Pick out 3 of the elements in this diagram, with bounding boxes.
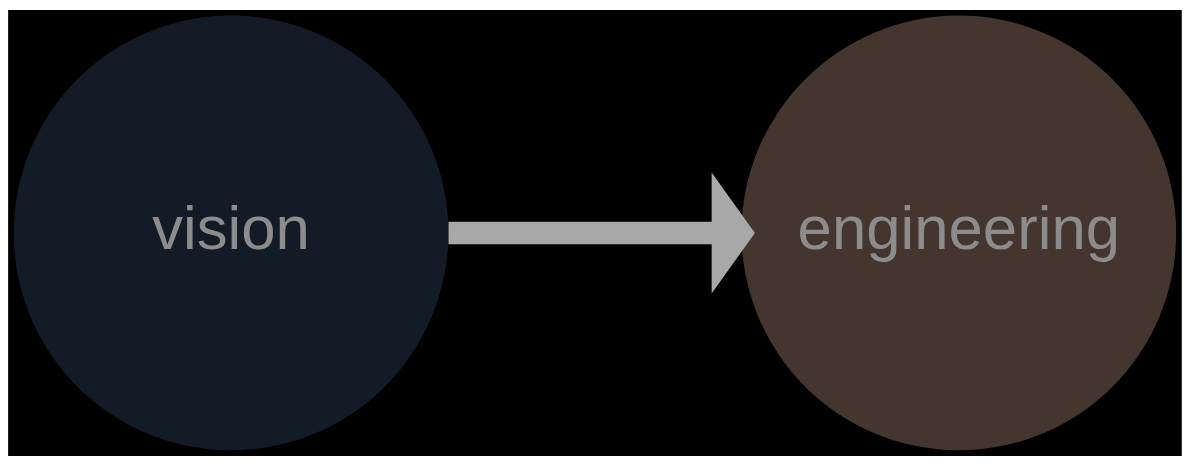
node-circle: engineering — [741, 15, 1177, 451]
arrow — [448, 172, 755, 294]
node-circle: vision — [13, 15, 449, 451]
